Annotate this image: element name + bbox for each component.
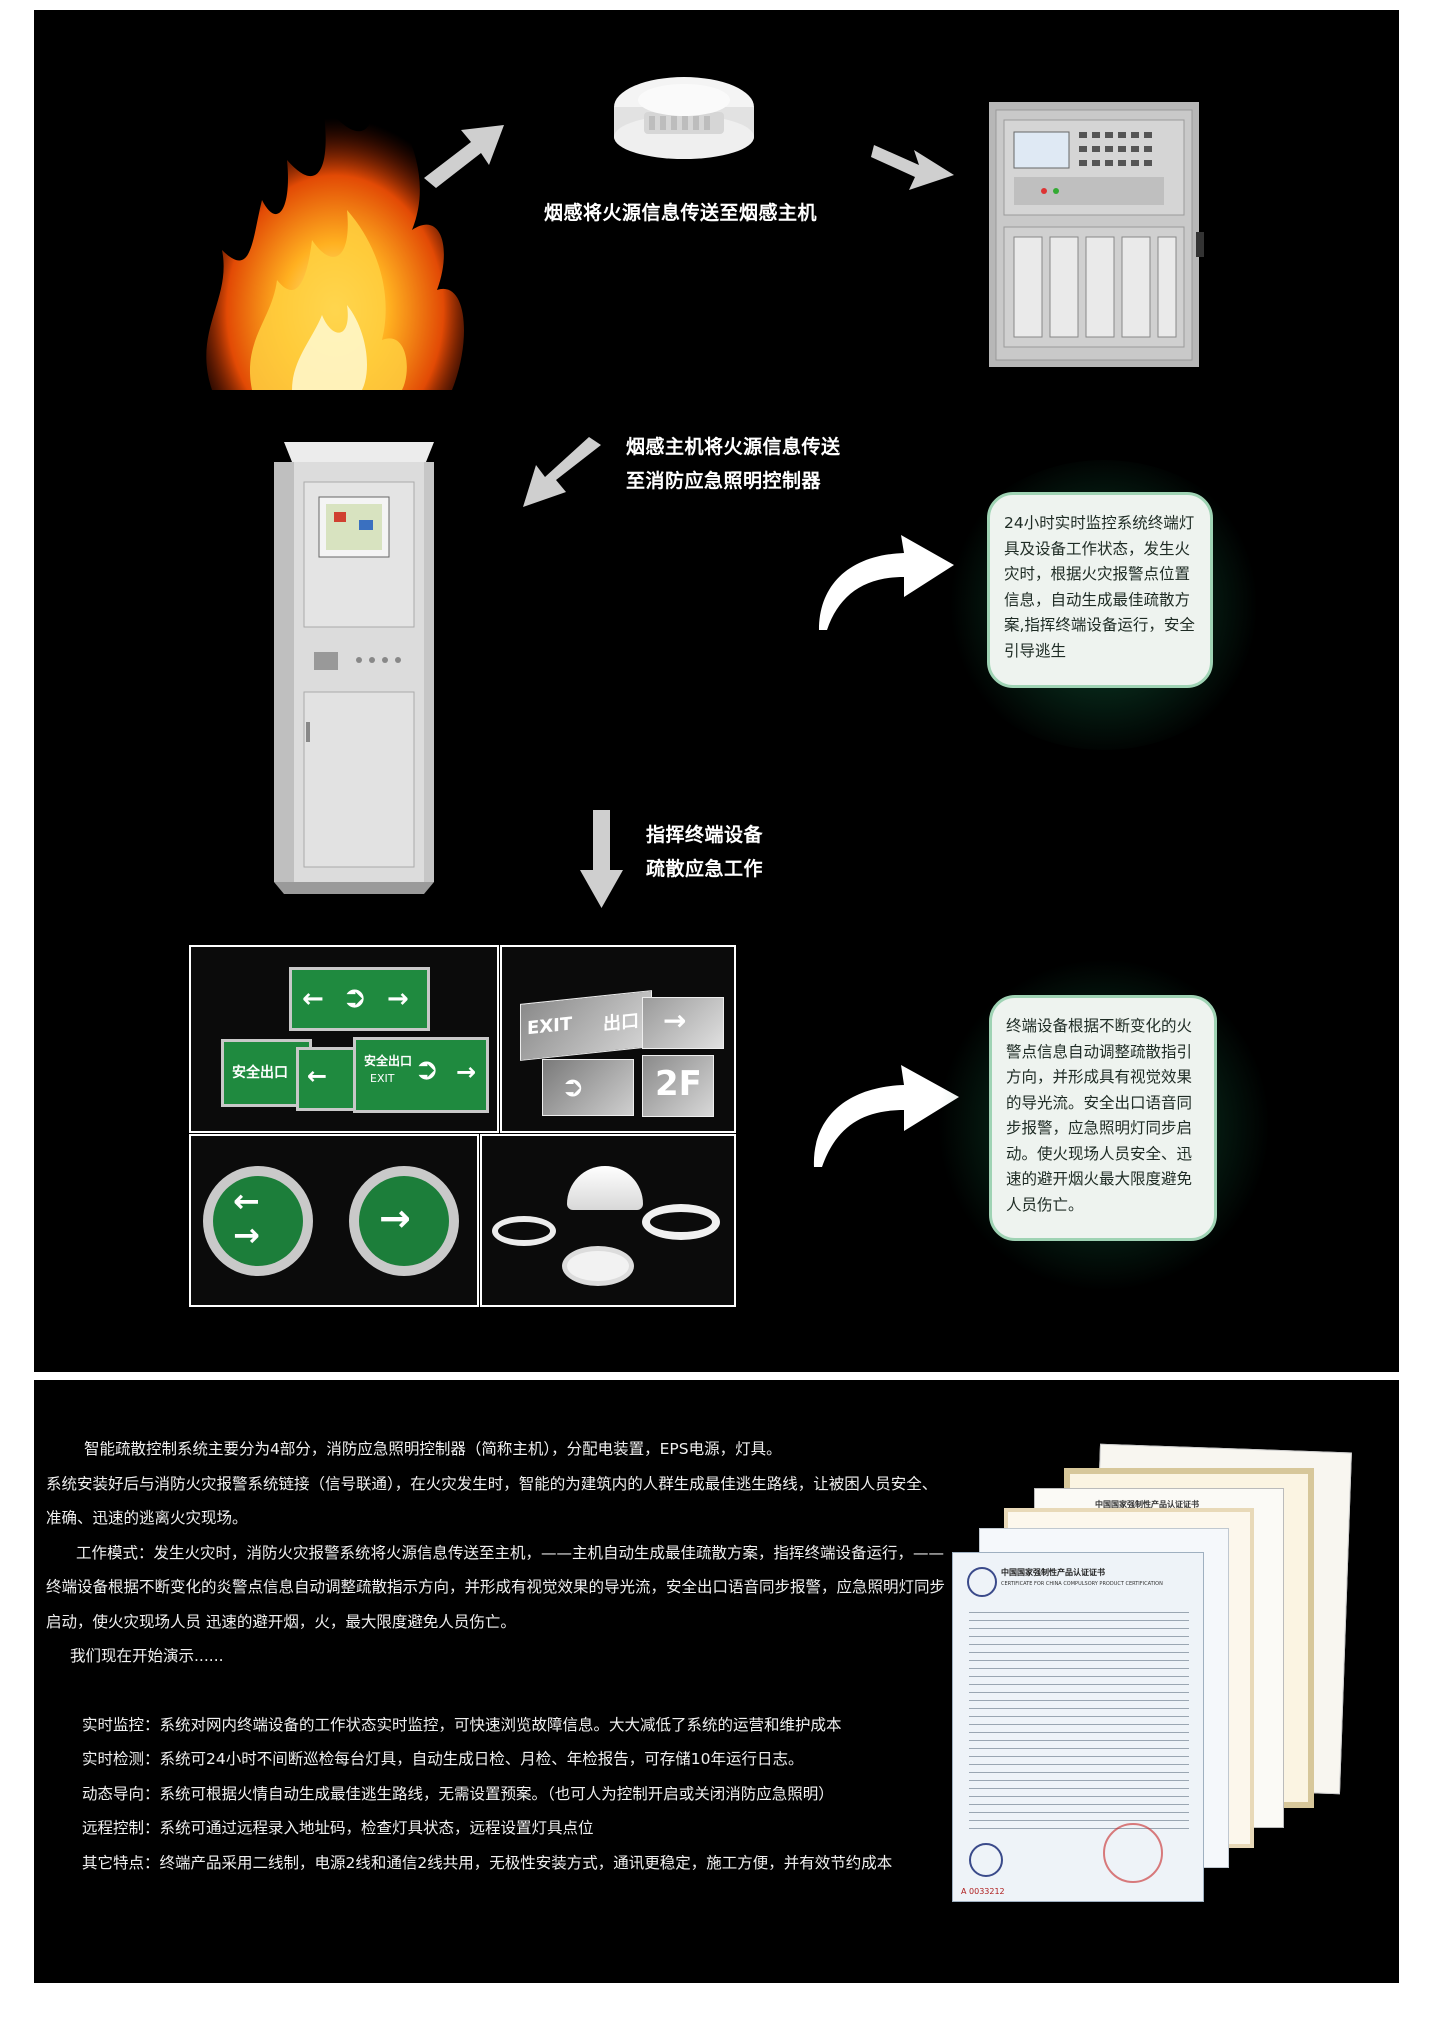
terminal-info-bubble: 终端设备根据不断变化的火警点信息自动调整疏散指引方向，并形成具有视觉效果的导光流… (989, 995, 1217, 1241)
emergency-lighting-controller-image (274, 442, 434, 894)
intro-paragraph: 智能疏散控制系统主要分为4部分，消防应急照明控制器（简称主机），分配电装置，EP… (84, 1440, 782, 1458)
cnas-logo-icon (969, 1843, 1003, 1877)
arrow-icon (523, 437, 601, 507)
emergency-lights-tile (480, 1134, 736, 1307)
description-panel: 智能疏散控制系统主要分为4部分，消防应急照明控制器（简称主机），分配电装置，EP… (34, 1380, 1399, 1983)
exit-sign-text: 安全出口 (364, 1054, 413, 1068)
running-man-icon: ➲ (342, 980, 368, 1015)
exit-sign-text-en: EXIT (527, 1013, 573, 1040)
acrylic-arrow-sign: → (642, 997, 724, 1049)
arrow-icon (871, 145, 954, 190)
fire-alarm-host-image (989, 102, 1204, 367)
round-signs-tile: ←→ → (189, 1134, 479, 1307)
arrow-right-icon: → (663, 1004, 687, 1037)
acrylic-signs-tile: EXIT 出口 → ➲ 2F (500, 945, 736, 1133)
fire-image (206, 70, 464, 390)
running-man-icon: ➲ (561, 1070, 585, 1103)
exit-sign: ← ➲ → (289, 967, 430, 1031)
certificate-back-title: 中国国家强制性产品认证证书 (1095, 1500, 1199, 1509)
arrow-right-icon: → (379, 1196, 411, 1240)
monitor-info-bubble: 24小时实时监控系统终端灯具及设备工作状态，发生火灾时，根据火灾报警点位置信息，… (987, 492, 1213, 688)
double-arrow-icon: ←→ (233, 1182, 260, 1254)
running-man-icon: ➲ (414, 1052, 440, 1087)
certificate-serial: A 0033212 (961, 1887, 1005, 1896)
arrow-left-icon: ← (302, 984, 324, 1014)
exit-sign-text-en: EXIT (370, 1072, 395, 1085)
ccc-logo-icon (967, 1567, 997, 1597)
description-text: 智能疏散控制系统主要分为4部分，消防应急照明控制器（简称主机），分配电装置，EP… (46, 1432, 951, 1880)
curved-arrow-icon (819, 535, 954, 630)
exit-signs-tile: ← ➲ → 安全出口 ← 安全出口 EXIT ➲ → (189, 945, 499, 1133)
demo-paragraph: 我们现在开始演示...... (70, 1647, 224, 1665)
certificate-body-lines (969, 1605, 1189, 1835)
smoke-detector-image (614, 77, 754, 159)
light-ring (642, 1204, 720, 1240)
feature-item: 远程控制：系统可通过远程录入地址码，检查灯具状态，远程设置灯具点位 (82, 1819, 594, 1837)
flow-panel: 烟感将火源信息传送至烟感主机 烟感主机将火源信息传送 至消防应急照 (34, 10, 1399, 1372)
light-ring (492, 1216, 556, 1246)
ceiling-light (567, 1166, 643, 1210)
step3-caption-line2: 疏散应急工作 (646, 858, 764, 880)
ccc-certificate: 中国国家强制性产品认证证书 CERTIFICATE FOR CHINA COMP… (952, 1552, 1204, 1902)
acrylic-exit-sign: ➲ (542, 1059, 634, 1116)
acrylic-exit-sign: EXIT 出口 (520, 990, 652, 1061)
exit-sign-text: 安全出口 (232, 1065, 288, 1081)
round-sign-face (213, 1176, 303, 1266)
feature-item: 实时监控：系统对网内终端设备的工作状态实时监控，可快速浏览故障信息。大大减低了系… (82, 1715, 842, 1734)
arrow-left-icon: ← (307, 1062, 328, 1090)
down-arrow-icon (580, 810, 623, 908)
feature-item: 其它特点：终端产品采用二线制，电源2线和通信2线共用，无极性安装方式，通讯更稳定… (82, 1853, 893, 1872)
recessed-light (562, 1246, 634, 1286)
round-floor-sign: → (349, 1166, 459, 1276)
round-floor-sign: ←→ (203, 1166, 313, 1276)
arrow-icon (424, 125, 504, 188)
step2-caption-line2: 至消防应急照明控制器 (626, 470, 822, 492)
step1-caption: 烟感将火源信息传送至烟感主机 (544, 202, 818, 224)
exit-sign: 安全出口 EXIT ➲ → (353, 1037, 489, 1113)
arrow-right-icon: → (456, 1058, 477, 1086)
step3-caption-line1: 指挥终端设备 (646, 824, 764, 846)
round-sign-face (359, 1176, 449, 1266)
certificate-title: 中国国家强制性产品认证证书 (1001, 1568, 1105, 1577)
certificate-title-en: CERTIFICATE FOR CHINA COMPULSORY PRODUCT… (1001, 1581, 1163, 1587)
chukou-sign-text: 出口 (603, 1010, 639, 1036)
floor-sign-text: 2F (655, 1064, 702, 1104)
feature-item: 实时检测：系统可24小时不间断巡检每台灯具，自动生成日检、月检、年检报告，可存储… (82, 1750, 804, 1768)
feature-item: 动态导向：系统可根据火情自动生成最佳逃生路线，无需设置预案。（也可人为控制开启或… (82, 1784, 834, 1803)
official-seal-icon (1103, 1823, 1163, 1883)
floor-sign: 2F (642, 1055, 714, 1117)
linkage-paragraph: 系统安装好后与消防火灾报警系统链接（信号联通），在火灾发生时，智能的为建筑内的人… (46, 1474, 938, 1528)
curved-arrow-icon (813, 1065, 959, 1167)
arrow-right-icon: → (387, 984, 409, 1014)
step2-caption-line1: 烟感主机将火源信息传送 (626, 436, 841, 458)
work-mode-paragraph: 工作模式：发生火灾时，消防火灾报警系统将火源信息传送至主机，——主机自动生成最佳… (46, 1543, 946, 1631)
